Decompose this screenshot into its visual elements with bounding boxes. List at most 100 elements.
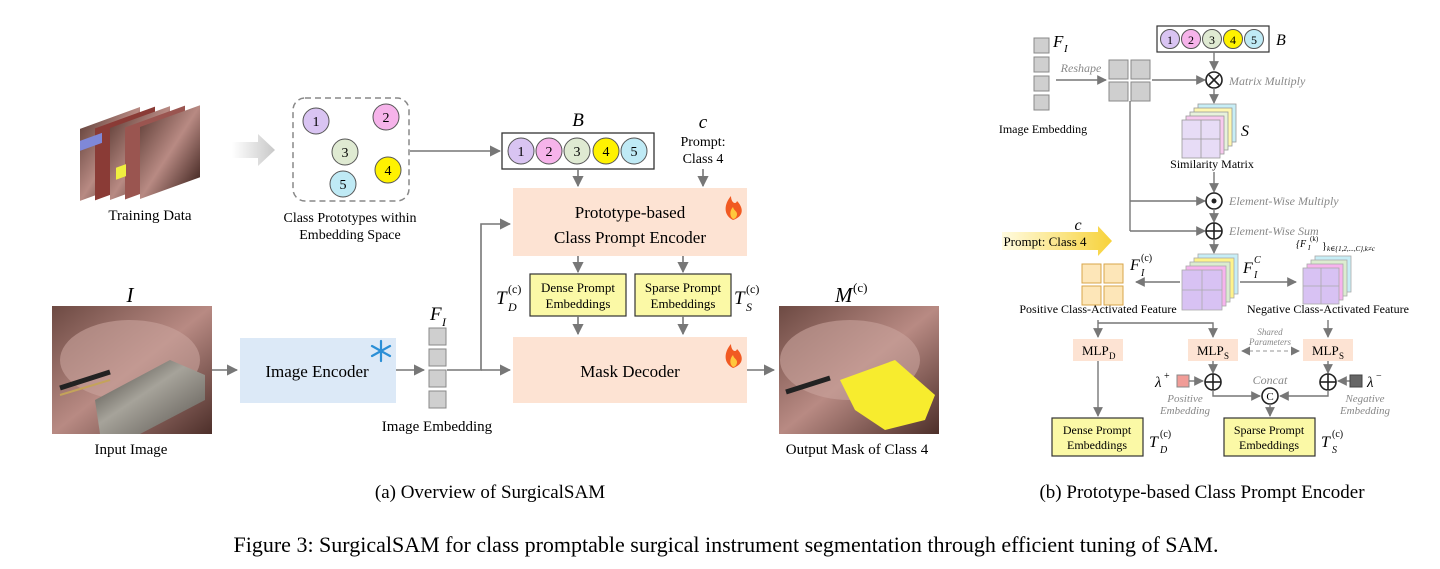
concat-label: Concat <box>1253 373 1288 387</box>
bp-circle-2: 2 <box>1188 33 1194 47</box>
matrix-multiply-label: Matrix Multiply <box>1228 74 1306 88</box>
reshape-label: Reshape <box>1060 61 1102 75</box>
fi-all-label: F I C <box>1242 255 1261 281</box>
positive-feature-grid <box>1081 263 1124 306</box>
dense-label-1: Dense Prompt <box>541 280 615 295</box>
svg-text:T: T <box>1149 434 1159 451</box>
svg-text:λ: λ <box>1366 375 1374 391</box>
input-image <box>52 306 212 434</box>
td-label: T D (c) <box>496 282 521 314</box>
b-dense-embeddings-box <box>1051 417 1144 457</box>
matrix-multiply-icon <box>1205 71 1223 89</box>
svg-text:k∈{1,2,...,C},k≠c: k∈{1,2,...,C},k≠c <box>1327 245 1376 253</box>
lambda-pos-label: λ + <box>1154 371 1170 391</box>
proto-1: 1 <box>313 115 320 130</box>
proto-2: 2 <box>383 111 390 126</box>
positive-sum-icon <box>1204 373 1222 391</box>
mlp-d-box <box>1073 339 1123 361</box>
b-c-label: c <box>1074 217 1081 234</box>
encoder-label-2: Class Prompt Encoder <box>554 228 706 247</box>
prompt-label-2: Class 4 <box>683 152 724 167</box>
similarity-label: Similarity Matrix <box>1170 157 1254 171</box>
svg-text:(c): (c) <box>746 282 759 296</box>
prototypes-label-1: Class Prototypes within <box>283 211 416 226</box>
fire-icon <box>725 344 742 368</box>
neg-feature-label: Negative Class-Activated Feature <box>1247 302 1409 316</box>
negative-feature-stack <box>1302 255 1352 305</box>
b-image-embedding-stack <box>1033 37 1050 111</box>
b-sparse-label-1: Sparse Prompt <box>1234 423 1305 437</box>
pos-to-mlps-arrow <box>1098 322 1218 338</box>
b-panel-b-label: B <box>1276 32 1286 49</box>
b-sparse-label-2: Embeddings <box>1239 438 1299 452</box>
encoder-label-1: Prototype-based <box>575 203 686 222</box>
snowflake-icon <box>370 339 392 363</box>
shared-label-1: Shared <box>1257 327 1283 337</box>
svg-text:C: C <box>1266 391 1273 403</box>
figure-caption: Figure 3: SurgicalSAM for class promptab… <box>234 532 1219 557</box>
neg-set-label: {F I (k) } k∈{1,2,...,C},k≠c <box>1296 235 1376 253</box>
image-embedding-stack <box>428 327 447 409</box>
output-label: Output Mask of Class 4 <box>786 442 929 458</box>
b-circle-5: 5 <box>631 145 638 160</box>
mlp-s2-box <box>1303 339 1353 361</box>
negative-sum-icon <box>1319 373 1337 391</box>
svg-text:(c): (c) <box>853 280 867 295</box>
fic-label: F I (c) <box>1129 253 1152 279</box>
prompt-label-1: Prompt: <box>680 135 725 150</box>
concat-icon: C <box>1261 387 1279 405</box>
svg-text:M: M <box>834 283 854 307</box>
b-dense-label-1: Dense Prompt <box>1063 423 1132 437</box>
s-label: S <box>1241 123 1249 140</box>
mlp-s-box <box>1188 339 1238 361</box>
dense-label-2: Embeddings <box>546 296 611 311</box>
training-data-label: Training Data <box>108 208 192 224</box>
svg-text:(k): (k) <box>1310 235 1319 243</box>
b-label: B <box>572 110 584 131</box>
sparse-label-2: Embeddings <box>651 296 716 311</box>
svg-text:T: T <box>734 288 746 309</box>
svg-text:S: S <box>1224 351 1229 361</box>
svg-text:F: F <box>1242 260 1253 277</box>
ts-label: T S (c) <box>734 282 759 314</box>
fire-icon <box>725 196 742 220</box>
svg-text:+: + <box>1164 371 1170 382</box>
svg-text:{F: {F <box>1296 239 1307 250</box>
prompt-class-arrow <box>1002 226 1112 256</box>
elem-mult-label: Element-Wise Multiply <box>1228 194 1339 208</box>
pos-emb-label-2: Embedding <box>1159 405 1211 417</box>
shared-label-2: Parameters <box>1248 337 1291 347</box>
neg-emb-label-1: Negative <box>1344 393 1384 405</box>
prototypes-label-2: Embedding Space <box>299 228 400 243</box>
b-circle-4: 4 <box>603 145 610 160</box>
b-ts-label: T S (c) <box>1321 429 1343 456</box>
b-circle-1: 1 <box>518 145 525 160</box>
prototype-circles-space: 1 2 3 4 5 <box>302 103 402 198</box>
svg-text:(c): (c) <box>1141 253 1152 264</box>
sparse-prompt-embeddings-box <box>634 273 732 317</box>
svg-text:T: T <box>496 288 508 309</box>
b-fi-label: F I <box>1052 32 1069 55</box>
svg-text:T: T <box>1321 434 1331 451</box>
svg-text:MLP: MLP <box>1197 343 1224 358</box>
svg-text:I: I <box>1307 244 1311 252</box>
bp-circle-4: 4 <box>1230 33 1236 47</box>
proto-5: 5 <box>340 178 347 193</box>
svg-text:MLP: MLP <box>1082 343 1109 358</box>
neg-emb-label-2: Embedding <box>1339 405 1391 417</box>
bp-circle-1: 1 <box>1167 33 1173 47</box>
similarity-matrix-stack <box>1181 103 1237 159</box>
elem-sum-label: Element-Wise Sum <box>1228 224 1319 238</box>
image-encoder-label: Image Encoder <box>265 362 369 381</box>
svg-text:F: F <box>429 304 442 325</box>
svg-text:S: S <box>746 300 752 314</box>
training-to-prototypes-arrow <box>232 134 275 166</box>
svg-text:MLP: MLP <box>1312 343 1339 358</box>
svg-text:−: − <box>1376 371 1382 382</box>
mask-decoder-label: Mask Decoder <box>580 362 680 381</box>
mask-decoder-box <box>513 337 747 403</box>
prototype-embedding-space <box>292 97 410 202</box>
m-label: M (c) <box>834 280 867 307</box>
svg-text:I: I <box>1253 270 1258 281</box>
